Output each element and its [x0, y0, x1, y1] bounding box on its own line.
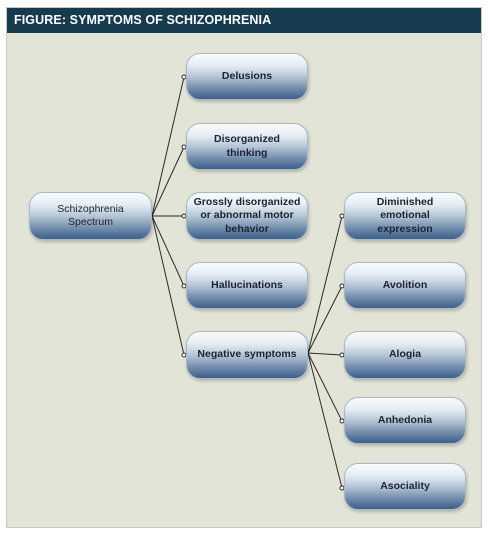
connector-disorganized-thinking: [151, 146, 185, 217]
connector-alogia: [307, 352, 343, 356]
node-diminished-emotional-expression: Diminished emotional expression: [344, 192, 466, 240]
connector-asociality: [307, 352, 343, 489]
node-asociality: Asociality: [344, 463, 466, 510]
node-avolition: Avolition: [344, 262, 466, 309]
figure-title: FIGURE: SYMPTOMS OF SCHIZOPHRENIA: [7, 8, 481, 33]
node-anhedonia: Anhedonia: [344, 397, 466, 444]
connector-negative-symptoms: [151, 215, 185, 356]
node-delusions: Delusions: [186, 53, 308, 100]
root-connector-dots: [181, 74, 187, 358]
node-hallucinations: Hallucinations: [186, 262, 308, 309]
connector-delusions: [151, 76, 185, 217]
negative-connectors: [307, 215, 343, 489]
connector-avolition: [307, 285, 343, 354]
negative-connector-dots: [339, 213, 345, 491]
node-motor-behavior: Grossly disorganized or abnormal motor b…: [186, 192, 308, 240]
connector-hallucinations: [151, 215, 185, 287]
node-schizophrenia-spectrum: Schizophrenia Spectrum: [29, 192, 152, 240]
node-alogia: Alogia: [344, 331, 466, 379]
node-negative-symptoms: Negative symptoms: [186, 331, 308, 379]
node-disorganized-thinking: Disorganized thinking: [186, 123, 308, 170]
root-connectors: [151, 76, 185, 356]
connector-anhedonia: [307, 352, 343, 422]
connector-diminished-expression: [307, 215, 343, 354]
